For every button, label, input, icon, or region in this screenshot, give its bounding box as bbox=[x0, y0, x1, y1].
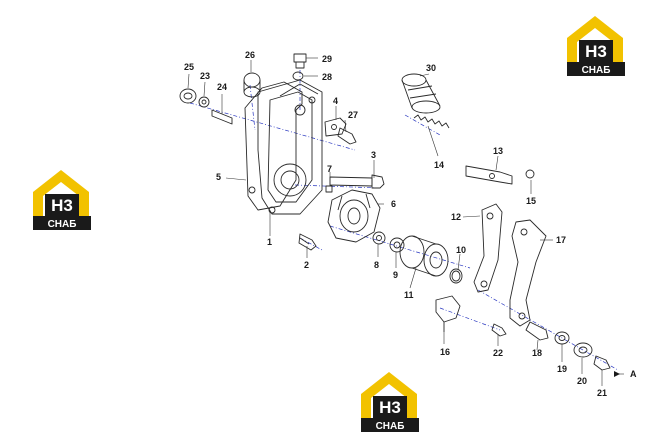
callout-24: 24 bbox=[217, 82, 227, 92]
arrow-a-icon bbox=[614, 371, 620, 377]
o-ring-part-10 bbox=[449, 268, 463, 284]
pin-part-15 bbox=[525, 169, 535, 179]
spring-part-14 bbox=[413, 114, 450, 129]
clip-part-13 bbox=[465, 165, 513, 185]
lever-part-12 bbox=[473, 203, 503, 293]
logo-letters: H3 bbox=[585, 42, 607, 61]
logo-top-right: H3 СНАБ bbox=[567, 16, 625, 76]
callout-10: 10 bbox=[456, 245, 466, 255]
callout-a: A bbox=[630, 369, 637, 379]
callout-23: 23 bbox=[200, 71, 210, 81]
callout-labels: 1 2 3 4 5 6 7 8 9 10 11 12 13 14 15 16 1… bbox=[184, 50, 637, 398]
callout-1: 1 bbox=[267, 237, 272, 247]
callout-19: 19 bbox=[557, 364, 567, 374]
callout-12: 12 bbox=[451, 212, 461, 222]
plug-part-21 bbox=[593, 355, 611, 371]
assembly-axes bbox=[189, 70, 619, 371]
logo-caption: СНАБ bbox=[48, 219, 77, 230]
logo-bottom: H3 СНАБ bbox=[361, 372, 419, 432]
callout-30: 30 bbox=[426, 63, 436, 73]
callout-13: 13 bbox=[493, 146, 503, 156]
callout-8: 8 bbox=[374, 260, 379, 270]
callout-3: 3 bbox=[371, 150, 376, 160]
callout-6: 6 bbox=[391, 199, 396, 209]
pin-part-7 bbox=[325, 185, 333, 193]
callout-21: 21 bbox=[597, 388, 607, 398]
callout-17: 17 bbox=[556, 235, 566, 245]
callout-2: 2 bbox=[304, 260, 309, 270]
washer-part-23 bbox=[198, 96, 210, 108]
callout-18: 18 bbox=[532, 348, 542, 358]
logo-letters: H3 bbox=[379, 398, 401, 417]
callout-15: 15 bbox=[526, 196, 536, 206]
callout-9: 9 bbox=[393, 270, 398, 280]
fork-part-16 bbox=[435, 295, 461, 332]
cap-nut-part-25 bbox=[179, 88, 197, 104]
logo-caption: СНАБ bbox=[376, 421, 405, 432]
sleeve-part-26 bbox=[243, 72, 261, 98]
callout-20: 20 bbox=[577, 376, 587, 386]
callout-7: 7 bbox=[327, 164, 332, 174]
plate-part-17 bbox=[509, 219, 547, 327]
callout-11: 11 bbox=[404, 290, 414, 300]
leader-lines bbox=[187, 57, 624, 386]
bolt-part-2 bbox=[298, 233, 317, 251]
bolt-part-3 bbox=[329, 174, 385, 189]
bushing-part-11 bbox=[399, 235, 449, 277]
bracket-part-4 bbox=[324, 117, 347, 137]
callout-26: 26 bbox=[245, 50, 255, 60]
stud-part-24 bbox=[211, 109, 233, 125]
callout-29: 29 bbox=[322, 54, 332, 64]
callout-28: 28 bbox=[322, 72, 332, 82]
callout-4: 4 bbox=[333, 96, 338, 106]
logo-caption: СНАБ bbox=[582, 65, 611, 76]
callout-16: 16 bbox=[440, 347, 450, 357]
washer-part-28 bbox=[292, 71, 304, 81]
gasket-part-5 bbox=[244, 81, 303, 211]
rotor-part-6 bbox=[327, 189, 381, 243]
washer-part-8 bbox=[372, 231, 386, 245]
filter-part-30 bbox=[401, 73, 441, 114]
logo-letters: H3 bbox=[51, 196, 73, 215]
callout-27: 27 bbox=[348, 110, 358, 120]
callout-14: 14 bbox=[434, 160, 444, 170]
callout-22: 22 bbox=[493, 348, 503, 358]
logo-left: H3 СНАБ bbox=[33, 170, 91, 230]
plug-part-29 bbox=[293, 53, 307, 69]
housing-part-1 bbox=[257, 79, 323, 215]
bolt-part-22 bbox=[491, 323, 507, 337]
callout-25: 25 bbox=[184, 62, 194, 72]
screw-part-18 bbox=[525, 321, 549, 341]
nut-part-20 bbox=[573, 342, 593, 358]
bolt-part-27 bbox=[337, 127, 357, 145]
callout-5: 5 bbox=[216, 172, 221, 182]
ring-part-9 bbox=[389, 237, 405, 253]
